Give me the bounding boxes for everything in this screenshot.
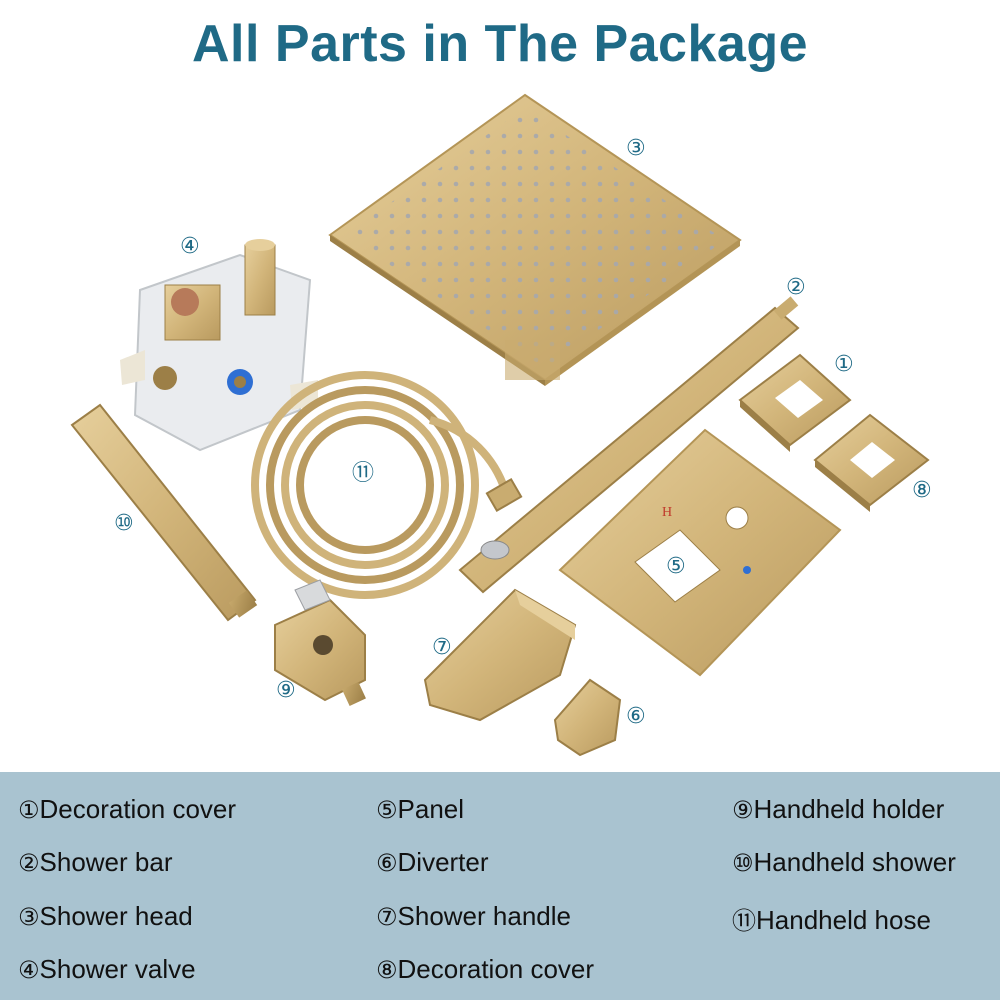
- callout-6: ⑥: [626, 704, 646, 729]
- legend-item-6: ⑥Diverter: [376, 847, 489, 877]
- legend-item-2: ②Shower bar: [18, 847, 173, 877]
- decoration-cover-8-icon: [813, 413, 930, 512]
- shower-bar-icon: [458, 296, 800, 594]
- callout-1: ①: [834, 352, 854, 377]
- legend-item-3: ③Shower head: [18, 901, 193, 931]
- shower-handle-icon: [423, 588, 577, 722]
- legend-item-11: ⑪Handheld hose: [732, 905, 931, 935]
- parts-legend: ①Decoration cover ②Shower bar ③Shower he…: [0, 772, 1000, 1000]
- legend-item-1: ①Decoration cover: [18, 794, 237, 824]
- legend-item-10: ⑩Handheld shower: [732, 847, 956, 877]
- handheld-holder-icon: [274, 579, 366, 706]
- shower-head-icon: [328, 93, 742, 386]
- legend-item-4: ④Shower valve: [18, 954, 196, 984]
- legend-item-8: ⑧Decoration cover: [376, 954, 595, 984]
- callout-11: ⑪: [352, 461, 375, 486]
- callout-7: ⑦: [432, 635, 452, 660]
- callout-10: ⑩: [114, 511, 134, 536]
- callout-3: ③: [626, 136, 646, 161]
- diverter-icon: [553, 678, 622, 757]
- callout-2: ②: [786, 275, 806, 300]
- shower-valve-icon: [120, 239, 318, 452]
- parts-illustration: H: [70, 93, 930, 757]
- callout-4: ④: [180, 234, 200, 259]
- panel-icon: H: [558, 428, 842, 677]
- legend-item-5: ⑤Panel: [376, 794, 465, 824]
- handheld-hose-icon: [251, 371, 523, 599]
- callout-8: ⑧: [912, 478, 932, 503]
- callout-5: ⑤: [666, 554, 686, 579]
- handheld-shower-icon: [70, 403, 258, 622]
- legend-item-7: ⑦Shower handle: [376, 901, 571, 931]
- legend-item-9: ⑨Handheld holder: [732, 794, 945, 824]
- decoration-cover-1-icon: [738, 353, 852, 452]
- page-title: All Parts in The Package: [191, 15, 809, 73]
- callout-9: ⑨: [276, 678, 296, 703]
- svg-text:H: H: [662, 505, 672, 520]
